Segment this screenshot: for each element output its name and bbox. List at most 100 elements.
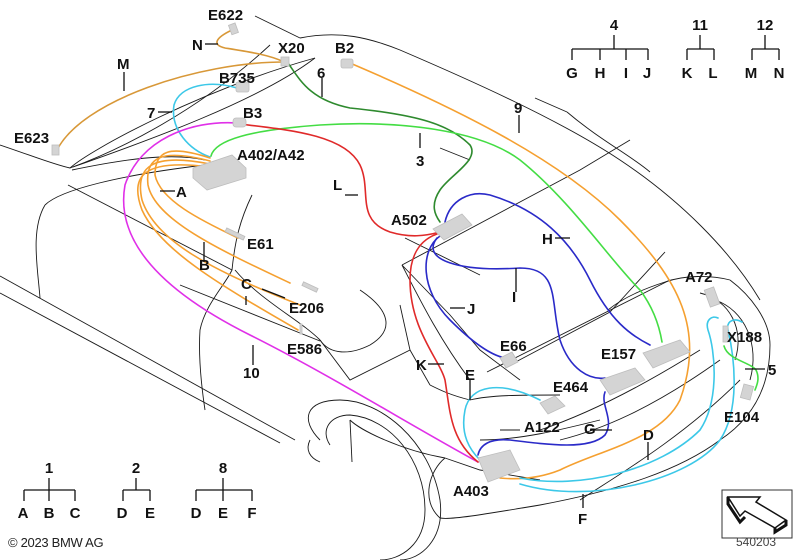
part-E61 <box>224 227 246 241</box>
label-X188: X188 <box>727 329 762 346</box>
part-B735 <box>235 81 250 93</box>
wire-C <box>139 159 301 306</box>
part-E104 <box>739 383 755 401</box>
label-wire-I: I <box>512 289 516 306</box>
label-E66: E66 <box>500 338 527 355</box>
tree-child: L <box>708 65 717 82</box>
orientation-arrow-icon <box>721 489 793 539</box>
components <box>51 22 755 483</box>
label-E157: E157 <box>601 346 636 363</box>
label-X20: X20 <box>278 40 305 57</box>
tree-child: D <box>117 505 128 522</box>
wire-L <box>239 123 441 237</box>
part-E66 <box>499 351 519 369</box>
wire-F <box>519 319 743 493</box>
wires <box>55 29 759 493</box>
part-B2 <box>340 58 354 69</box>
tree-child: G <box>566 65 578 82</box>
tree-child: A <box>18 505 29 522</box>
tree-root: 8 <box>219 460 227 477</box>
label-wire-9: 9 <box>514 100 522 117</box>
tree-root: 1 <box>45 460 53 477</box>
tree-root: 11 <box>692 17 708 34</box>
label-wire-F: F <box>578 511 587 528</box>
part-A72 <box>703 286 721 308</box>
wire-3 <box>210 123 663 343</box>
part-A502 <box>432 213 473 241</box>
wire-6 <box>287 62 473 223</box>
label-A402: A402/A42 <box>237 147 305 164</box>
legend-tree-11: 11 K L <box>682 17 718 82</box>
wire-10 <box>122 121 479 463</box>
label-wire-6: 6 <box>317 65 325 82</box>
label-wire-B: B <box>199 257 210 274</box>
leader-lines <box>123 43 765 508</box>
wire-E <box>462 386 541 461</box>
tree-root: 12 <box>757 17 774 34</box>
label-E586: E586 <box>287 341 322 358</box>
label-wire-H: H <box>542 231 553 248</box>
wire-labels: N M 7 6 A B C L 3 9 H I J K E 10 G D F 5 <box>117 37 776 528</box>
label-E622: E622 <box>208 7 243 24</box>
part-A403 <box>477 449 521 483</box>
part-E622 <box>227 22 239 36</box>
label-E206: E206 <box>289 300 324 317</box>
legend-tree-4: 4 G H I J <box>566 17 651 82</box>
tree-child: D <box>191 505 202 522</box>
label-wire-M: M <box>117 56 130 73</box>
label-wire-K: K <box>416 357 427 374</box>
part-A402 <box>192 154 247 191</box>
label-wire-G: G <box>584 421 596 438</box>
tree-child: C <box>70 505 81 522</box>
label-wire-D: D <box>643 427 654 444</box>
legend-tree-8: 8 D E F <box>191 460 257 522</box>
label-wire-N: N <box>192 37 203 54</box>
wire-7 <box>172 83 238 158</box>
label-B735: B735 <box>219 70 255 87</box>
part-E157 <box>642 339 691 369</box>
tree-child: E <box>218 505 228 522</box>
tree-child: B <box>44 505 55 522</box>
label-wire-3: 3 <box>416 153 424 170</box>
tree-child: F <box>247 505 256 522</box>
component-labels: E622 X20 B2 B735 B3 E623 A402/A42 E61 E2… <box>14 7 762 500</box>
label-E623: E623 <box>14 130 49 147</box>
label-A502: A502 <box>391 212 427 229</box>
label-A122: A122 <box>524 419 560 436</box>
legend-tree-12: 12 M N <box>745 17 785 82</box>
tree-child: H <box>595 65 606 82</box>
wire-N <box>216 29 285 63</box>
wire-M <box>55 61 285 153</box>
label-E464: E464 <box>553 379 589 396</box>
part-B3 <box>232 117 247 128</box>
wire-9 <box>349 62 691 480</box>
car-outline <box>0 15 771 560</box>
tree-child: K <box>682 65 693 82</box>
tree-root: 2 <box>132 460 140 477</box>
label-E61: E61 <box>247 236 274 253</box>
legend-tree-1: 1 A B C <box>18 460 81 522</box>
part-E464 <box>599 367 646 396</box>
label-wire-L: L <box>333 177 342 194</box>
reference-number: 540203 <box>736 535 777 549</box>
part-X20 <box>280 56 290 67</box>
tree-child: I <box>624 65 628 82</box>
label-B2: B2 <box>335 40 354 57</box>
label-wire-7: 7 <box>147 105 155 122</box>
label-wire-E: E <box>465 367 475 384</box>
part-E623 <box>51 144 60 156</box>
wire-H <box>444 193 651 346</box>
wire-D <box>519 316 719 483</box>
tree-child: E <box>145 505 155 522</box>
wire-C2 <box>136 164 299 331</box>
label-wire-5: 5 <box>768 362 776 379</box>
tree-root: 4 <box>610 17 619 34</box>
wire-5 <box>723 345 759 391</box>
label-wire-A: A <box>176 184 187 201</box>
wire-J <box>425 235 506 359</box>
part-E586 <box>299 323 303 335</box>
wire-K <box>409 233 479 463</box>
label-wire-10: 10 <box>243 365 260 382</box>
label-B3: B3 <box>243 105 262 122</box>
